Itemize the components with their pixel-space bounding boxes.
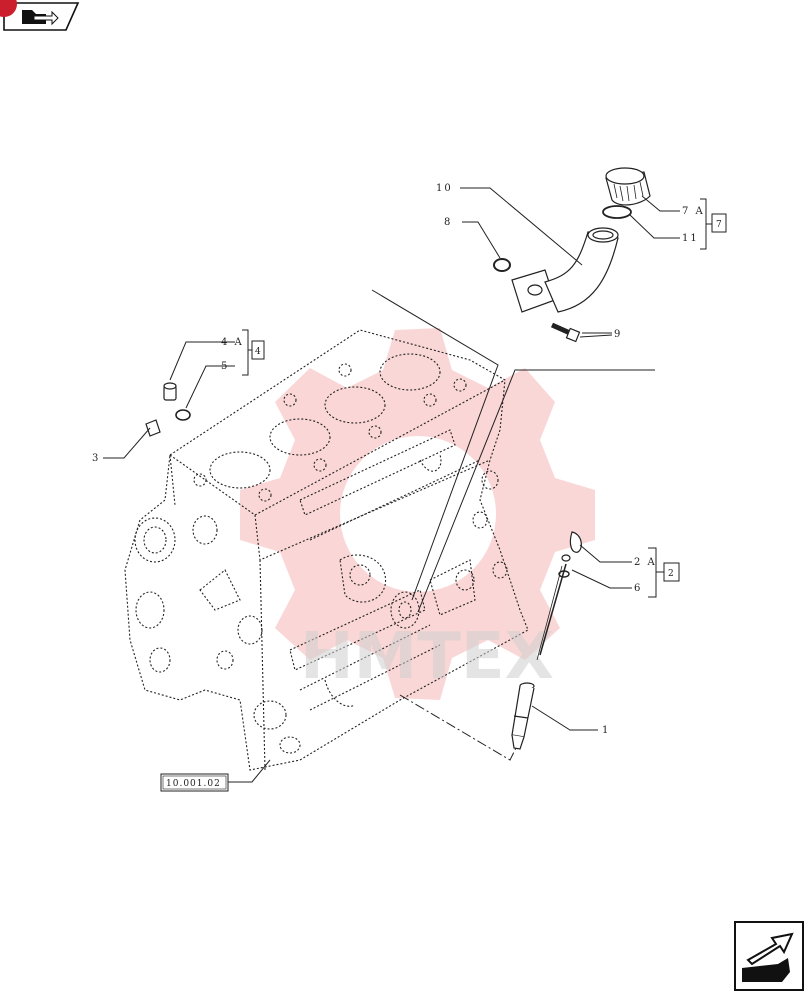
engine-block	[124, 329, 529, 771]
seal-ring-part-11	[602, 205, 632, 219]
dipstick-part-2a	[536, 531, 582, 661]
svg-text:7: 7	[716, 220, 722, 230]
filler-neck-part-10	[511, 227, 619, 313]
svg-text:2: 2	[668, 569, 674, 579]
callout-1: 1	[602, 725, 610, 736]
filler-cap-part-7a	[605, 167, 651, 206]
red-corner-badge	[0, 0, 17, 17]
callout-6: 6	[634, 583, 642, 594]
clip-part-6	[558, 570, 570, 578]
group-box-7[interactable]: 7	[711, 213, 727, 233]
o-ring-part-8	[493, 258, 511, 272]
callout-11: 11	[682, 233, 699, 244]
watermark-text: HMTEX	[300, 620, 554, 694]
next-page-button[interactable]	[734, 921, 804, 991]
svg-text:10.001.02: 10.001.02	[166, 779, 221, 789]
back-arrow-icon	[22, 10, 59, 26]
top-nav-button[interactable]	[0, 0, 80, 31]
callout-10: 10	[436, 183, 453, 194]
svg-text:4: 4	[255, 347, 261, 357]
callout-4a: 4 A	[221, 337, 244, 348]
callout-3: 3	[92, 453, 100, 464]
callout-8: 8	[444, 217, 452, 228]
bolt-part-9	[550, 322, 613, 343]
group-box-2[interactable]: 2	[663, 562, 680, 582]
callout-leaders	[103, 187, 680, 783]
plug-part-3	[145, 419, 161, 437]
callout-2a: 2 A	[634, 557, 657, 568]
callout-7a: 7 A	[682, 206, 705, 217]
next-page-arrow-icon	[742, 932, 794, 982]
gear-watermark	[240, 328, 595, 700]
callout-5: 5	[221, 361, 229, 372]
reference-link-10-001-02[interactable]: 10.001.02	[160, 773, 229, 792]
leader-lines	[371, 289, 655, 761]
callout-9: 9	[614, 329, 622, 340]
group-box-4[interactable]: 4	[251, 340, 265, 360]
washer-part-5	[175, 409, 191, 421]
dipstick-tube-part-1	[511, 682, 535, 750]
plug-part-4a	[163, 382, 177, 401]
group-brackets	[242, 198, 712, 598]
